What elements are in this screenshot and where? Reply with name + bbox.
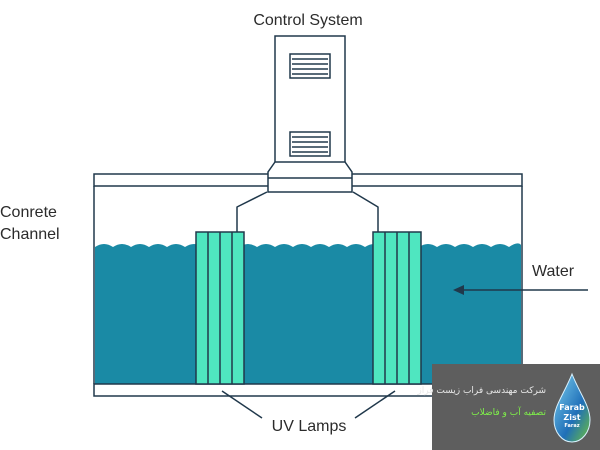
control-connector-housing <box>267 161 353 193</box>
water-arrowhead <box>453 285 464 295</box>
uv-lamp-left <box>195 231 245 385</box>
company-name-fa: شرکت مهندسی فراب زیست فراز <box>417 386 546 396</box>
channel-label-line1: Conrete <box>0 204 57 221</box>
water-label: Water <box>532 263 575 280</box>
control-vent-top <box>289 53 331 79</box>
control-connector-arms <box>236 191 379 232</box>
water-drop-logo: Farab Zist Faraz <box>550 372 594 444</box>
logo-word-faraz: Faraz <box>564 423 580 429</box>
uv-lamps-label: UV Lamps <box>272 418 347 435</box>
service-name-fa: تصفیه آب و فاضلاب <box>471 408 546 418</box>
uv-lamp-right <box>372 231 422 385</box>
channel-label-line2: Channel <box>0 226 60 243</box>
control-system-label: Control System <box>253 12 362 29</box>
uv-lamps-pointer-right <box>354 390 396 419</box>
water-body <box>95 243 521 384</box>
logo-word-farab: Farab <box>559 403 585 412</box>
logo-word-zist: Zist <box>563 413 581 422</box>
control-vent-bottom <box>289 131 331 157</box>
company-watermark: شرکت مهندسی فراب زیست فراز تصفیه آب و فا… <box>417 364 600 450</box>
uv-lamps-pointer-left <box>221 390 263 419</box>
